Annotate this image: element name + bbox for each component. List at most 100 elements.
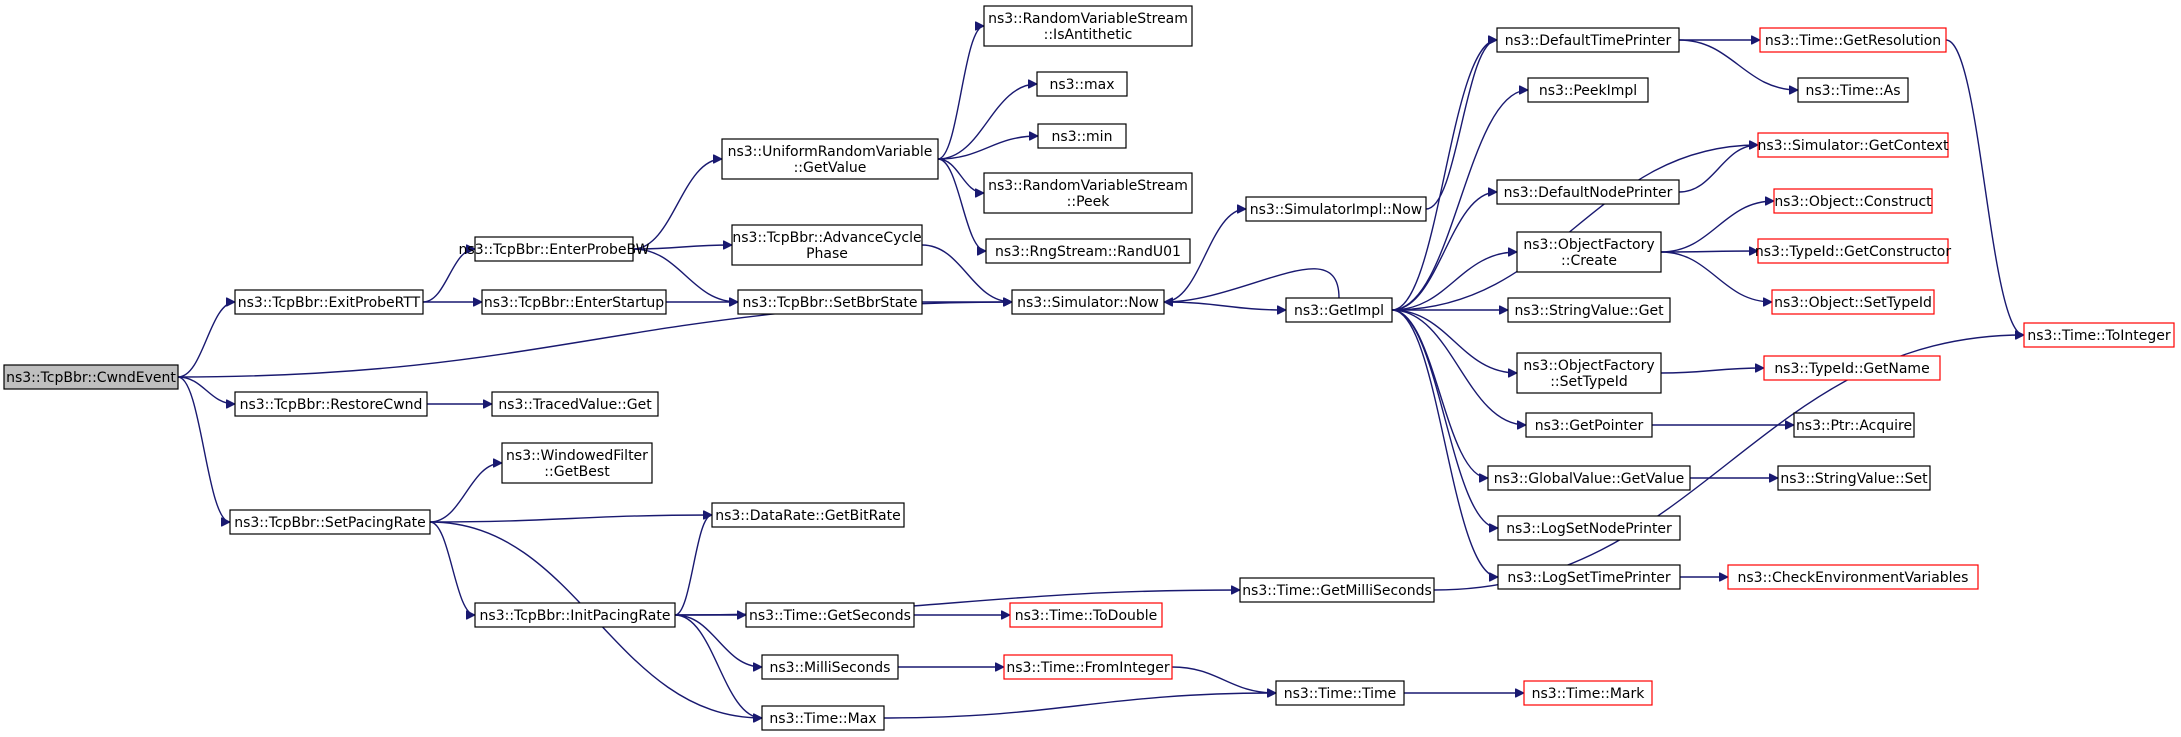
node-box xyxy=(711,502,905,528)
node-box xyxy=(234,391,428,417)
node-label: ns3::ObjectFactory xyxy=(1523,237,1654,253)
node-typeidgetname[interactable]: ns3::TypeId::GetName xyxy=(1763,355,1941,381)
node-setpacingrate[interactable]: ns3::TcpBbr::SetPacingRate xyxy=(229,509,431,535)
node-label: ns3::StringValue::Get xyxy=(1514,303,1664,319)
edge-exitprobertt-to-enterprobebw xyxy=(422,249,476,303)
node-label: ::IsAntithetic xyxy=(1044,27,1133,43)
node-globalvaluegetvalue[interactable]: ns3::GlobalValue::GetValue xyxy=(1487,465,1691,491)
node-label: ns3::StringValue::Set xyxy=(1780,471,1928,487)
node-tointeger[interactable]: ns3::Time::ToInteger xyxy=(2023,322,2175,348)
node-getconstructor[interactable]: ns3::TypeId::GetConstructor xyxy=(1755,238,1951,264)
node-box xyxy=(1763,355,1941,381)
edge-enterprobebw-to-uniformgetvalue xyxy=(632,159,722,250)
node-label: ns3::GetImpl xyxy=(1294,303,1384,319)
node-getmilliseconds[interactable]: ns3::Time::GetMilliSeconds xyxy=(1239,577,1435,603)
node-objectsettypeid[interactable]: ns3::Object::SetTypeId xyxy=(1771,289,1935,315)
edge-advancecycle-to-simulatornow xyxy=(921,244,1012,302)
node-label: ns3::PeekImpl xyxy=(1539,83,1637,99)
node-box xyxy=(1497,515,1681,541)
node-objectconstruct[interactable]: ns3::Object::Construct xyxy=(1773,188,1933,214)
edge-uniformgetvalue-to-randu01 xyxy=(937,158,987,251)
node-box xyxy=(1793,412,1915,438)
node-box xyxy=(1245,196,1427,222)
node-label: ns3::DefaultNodePrinter xyxy=(1504,185,1673,201)
node-box xyxy=(1003,654,1173,680)
node-simulatornow[interactable]: ns3::Simulator::Now xyxy=(1011,289,1165,315)
node-label: ns3::MilliSeconds xyxy=(770,660,891,676)
node-timemax[interactable]: ns3::Time::Max xyxy=(761,705,885,731)
node-box xyxy=(721,138,939,180)
node-defaulttimeprinter[interactable]: ns3::DefaultTimePrinter xyxy=(1496,27,1680,53)
node-label: ns3::Time::As xyxy=(1805,83,1900,99)
node-simimplnow[interactable]: ns3::SimulatorImpl::Now xyxy=(1245,196,1427,222)
edge-cwnd-to-setpacingrate xyxy=(177,376,231,522)
node-label: ns3::UniformRandomVariable xyxy=(728,144,933,160)
node-box xyxy=(3,364,179,390)
node-logsettimeprinter[interactable]: ns3::LogSetTimePrinter xyxy=(1497,564,1681,590)
node-box xyxy=(1011,289,1165,315)
node-enterprobebw[interactable]: ns3::TcpBbr::EnterProbeBW xyxy=(459,236,650,262)
node-max[interactable]: ns3::max xyxy=(1036,71,1128,97)
node-box xyxy=(1516,352,1662,394)
edge-initpacingrate-to-timemax xyxy=(674,614,763,718)
node-isantithetic[interactable]: ns3::RandomVariableStream::IsAntithetic xyxy=(983,5,1193,47)
node-label: ns3::min xyxy=(1052,129,1113,145)
node-frominteger[interactable]: ns3::Time::FromInteger xyxy=(1003,654,1173,680)
node-tracedvalueget[interactable]: ns3::TracedValue::Get xyxy=(491,391,659,417)
node-box xyxy=(1496,179,1680,205)
edge-getresolution-to-tointeger xyxy=(1945,39,2025,335)
node-checkenv[interactable]: ns3::CheckEnvironmentVariables xyxy=(1727,564,1979,590)
node-label: ns3::GlobalValue::GetValue xyxy=(1494,471,1684,487)
node-todouble[interactable]: ns3::Time::ToDouble xyxy=(1009,602,1163,628)
node-setbbrstate[interactable]: ns3::TcpBbr::SetBbrState xyxy=(737,289,923,315)
node-label: ns3::Time::Mark xyxy=(1532,686,1646,702)
node-box xyxy=(761,654,899,680)
edge-initpacingrate-to-milliseconds xyxy=(674,614,762,667)
node-initpacingrate[interactable]: ns3::TcpBbr::InitPacingRate xyxy=(474,602,676,628)
node-objfactorysettypeid[interactable]: ns3::ObjectFactory::SetTypeId xyxy=(1516,352,1662,394)
edge-simulatornow-to-simimplnow xyxy=(1163,209,1247,303)
node-stringvalueset[interactable]: ns3::StringValue::Set xyxy=(1777,465,1931,491)
node-stringvalueget[interactable]: ns3::StringValue::Get xyxy=(1507,297,1671,323)
node-randu01[interactable]: ns3::RngStream::RandU01 xyxy=(985,238,1191,264)
node-label: ns3::Time::ToDouble xyxy=(1015,608,1158,624)
node-ptracquire[interactable]: ns3::Ptr::Acquire xyxy=(1793,412,1915,438)
node-box xyxy=(1777,465,1931,491)
node-box xyxy=(234,289,424,315)
node-box xyxy=(229,509,431,535)
node-box xyxy=(481,289,667,315)
node-peek[interactable]: ns3::RandomVariableStream::Peek xyxy=(983,172,1193,214)
node-peekimpl[interactable]: ns3::PeekImpl xyxy=(1527,77,1649,103)
node-box xyxy=(1527,77,1649,103)
node-timeas[interactable]: ns3::Time::As xyxy=(1797,77,1909,103)
node-min[interactable]: ns3::min xyxy=(1037,123,1127,149)
node-logsetnodeprinter[interactable]: ns3::LogSetNodePrinter xyxy=(1497,515,1681,541)
node-objfactorycreate[interactable]: ns3::ObjectFactory::Create xyxy=(1516,231,1662,273)
node-getseconds[interactable]: ns3::Time::GetSeconds xyxy=(745,602,915,628)
node-getimpl[interactable]: ns3::GetImpl xyxy=(1285,297,1393,323)
node-box xyxy=(1036,71,1128,97)
node-restorecwnd[interactable]: ns3::TcpBbr::RestoreCwnd xyxy=(234,391,428,417)
node-uniformgetvalue[interactable]: ns3::UniformRandomVariable::GetValue xyxy=(721,138,939,180)
node-box xyxy=(1771,289,1935,315)
node-exitprobertt[interactable]: ns3::TcpBbr::ExitProbeRTT xyxy=(234,289,424,315)
node-enterstartup[interactable]: ns3::TcpBbr::EnterStartup xyxy=(481,289,667,315)
node-box xyxy=(1239,577,1435,603)
node-defaultnodeprinter[interactable]: ns3::DefaultNodePrinter xyxy=(1496,179,1680,205)
node-windowedfilter[interactable]: ns3::WindowedFilter::GetBest xyxy=(501,442,653,484)
node-getcontext[interactable]: ns3::Simulator::GetContext xyxy=(1757,132,1949,158)
node-getbitrate[interactable]: ns3::DataRate::GetBitRate xyxy=(711,502,905,528)
node-box xyxy=(983,172,1193,214)
node-label: ns3::Time::GetResolution xyxy=(1765,33,1941,49)
node-box xyxy=(1727,564,1979,590)
edge-getimpl-to-logsetnodeprinter xyxy=(1391,309,1499,528)
node-box xyxy=(474,236,634,262)
node-timemark[interactable]: ns3::Time::Mark xyxy=(1523,680,1653,706)
node-milliseconds[interactable]: ns3::MilliSeconds xyxy=(761,654,899,680)
node-timetime[interactable]: ns3::Time::Time xyxy=(1275,680,1405,706)
node-box xyxy=(1507,297,1671,323)
node-label: ::SetTypeId xyxy=(1550,374,1628,390)
node-getpointer[interactable]: ns3::GetPointer xyxy=(1525,412,1653,438)
node-getresolution[interactable]: ns3::Time::GetResolution xyxy=(1759,27,1947,53)
